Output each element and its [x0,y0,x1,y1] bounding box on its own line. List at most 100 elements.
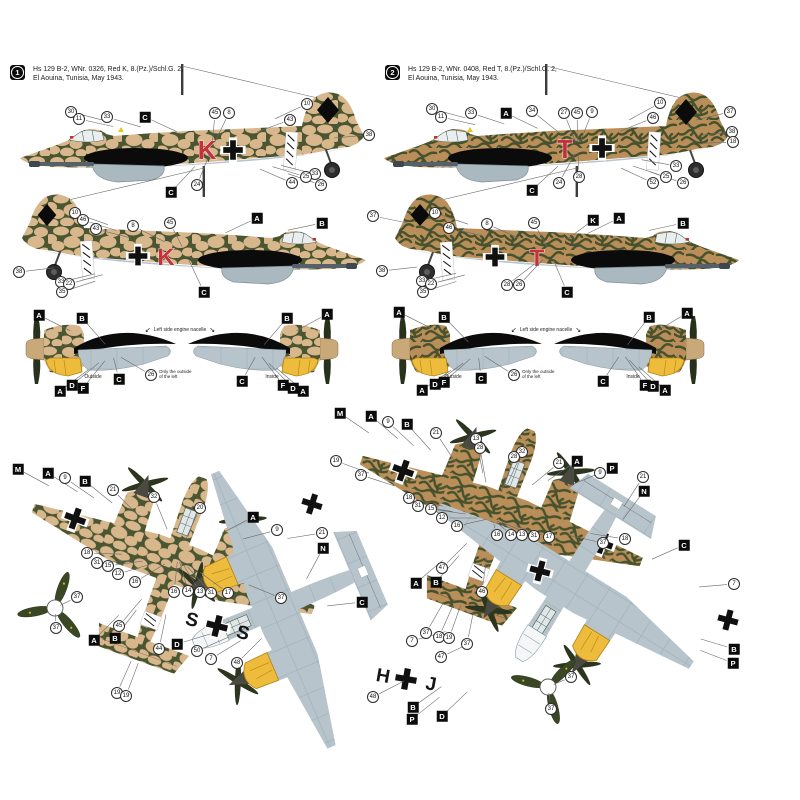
callout-circle-37: 37 [275,592,287,604]
callout-box-B: B [677,217,689,229]
callout-circle-38: 38 [376,265,388,277]
inside-label-2: Inside [626,374,640,380]
section-1-header: Hs 129 B-2, WNr. 0326, Red K, 8.(Pz.)/Sc… [33,66,183,84]
section-badge-2: 2 [385,65,400,80]
callout-circle-52: 52 [647,177,659,189]
callout-circle-18: 18 [433,631,445,643]
callout-circle-8: 8 [481,218,493,230]
underside-1-code-markings: S S [183,487,329,645]
callout-circle-37: 37 [545,703,557,715]
callout-circle-19: 19 [330,455,342,467]
callout-circle-11: 11 [435,111,447,123]
callout-circle-28: 28 [573,171,585,183]
callout-circle-37: 37 [367,210,379,222]
callout-box-N: N [317,542,329,554]
callout-circle-44: 44 [286,177,298,189]
callout-circle-9: 9 [271,524,283,536]
arrow-down-left-icon: ↙ [144,327,151,334]
callout-box-P: P [727,657,739,669]
callout-box-C: C [475,372,487,384]
profile-1-port-view: K [21,165,367,285]
callout-circle-46: 46 [443,222,455,234]
propeller-illustration-1 [13,559,102,643]
callout-circle-50: 50 [191,645,203,657]
callout-circle-27: 27 [558,107,570,119]
callout-box-P: P [606,462,618,474]
callout-circle-18: 18 [81,547,93,559]
callout-circle-33: 33 [55,276,67,288]
callout-circle-10: 10 [301,98,313,110]
callout-circle-33: 33 [416,275,428,287]
callout-box-C: C [236,375,248,387]
callout-box-N: N [638,485,650,497]
callout-circle-17: 17 [543,531,555,543]
callout-box-C: C [198,286,210,298]
callout-box-A: A [571,455,583,467]
callout-box-B: B [76,312,88,324]
callout-box-F: F [77,382,89,394]
callout-circle-37: 37 [565,671,577,683]
callout-circle-46: 46 [77,214,89,226]
callout-circle-33: 33 [670,160,682,172]
callout-circle-10: 10 [654,97,666,109]
callout-circle-31: 31 [528,530,540,542]
callout-box-A: A [88,634,100,646]
callout-circle-14: 14 [505,529,517,541]
underside-aircraft-1 [135,430,431,782]
callout-circle-21: 21 [553,457,565,469]
propeller-illustration-2 [506,634,601,729]
arrow-down-left-icon: ↙ [510,327,517,334]
callout-circle-18: 18 [403,492,415,504]
callout-box-B: B [728,643,740,655]
nacelle-caption-2: ↙ Left side engine nacelle ↘ [510,327,582,334]
callout-circle-44: 44 [153,643,165,655]
callout-box-D: D [171,638,183,650]
outside-label-2: Outside [444,374,462,380]
callout-circle-19: 19 [443,632,455,644]
callout-circle-22: 22 [63,278,75,290]
callout-circle-15: 15 [102,560,114,572]
callout-circle-45: 45 [209,107,221,119]
callout-box-C: C [561,286,573,298]
callout-circle-24: 24 [191,179,203,191]
callout-circle-21: 21 [107,484,119,496]
callout-circle-20: 20 [194,502,206,514]
code-letter-red-k-port: K [157,244,175,271]
callout-box-A: A [251,212,263,224]
callout-box-C: C [526,184,538,196]
callout-circle-37: 37 [461,638,473,650]
callout-circle-26: 26 [677,177,689,189]
callout-circle-37: 37 [420,627,432,639]
callout-circle-12: 12 [436,512,448,524]
callout-circle-9: 9 [586,106,598,118]
callout-box-F: F [277,379,289,391]
section-2-title-line1: Hs 129 B-2, WNr. 0408, Red T, 8.(Pz.)/Sc… [408,66,557,73]
callout-circle-7: 7 [205,653,217,665]
topview-aircraft-2 [324,378,672,664]
callout-circle-25: 25 [300,171,312,183]
callout-box-D: D [436,710,448,722]
callout-circle-33: 33 [309,168,321,180]
inside-label-1: Inside [265,374,279,380]
callout-box-A: A [613,212,625,224]
callout-circle-33: 33 [465,107,477,119]
callout-circle-43: 43 [284,114,296,126]
callout-circle-16: 16 [168,586,180,598]
callout-circle-45: 45 [113,620,125,632]
callout-box-M: M [334,407,346,419]
callout-circle-26: 26 [508,369,520,381]
callout-circle-30: 30 [426,103,438,115]
callout-circle-46: 46 [476,586,488,598]
callout-box-A: A [321,308,333,320]
callout-circle-37: 37 [597,537,609,549]
callout-circle-21: 21 [430,427,442,439]
callout-circle-9: 9 [382,416,394,428]
callout-circle-15: 15 [425,503,437,515]
callout-box-C: C [165,186,177,198]
underside-code-letter: S [234,622,251,645]
callout-box-C: C [139,111,151,123]
callout-box-A: A [54,385,66,397]
